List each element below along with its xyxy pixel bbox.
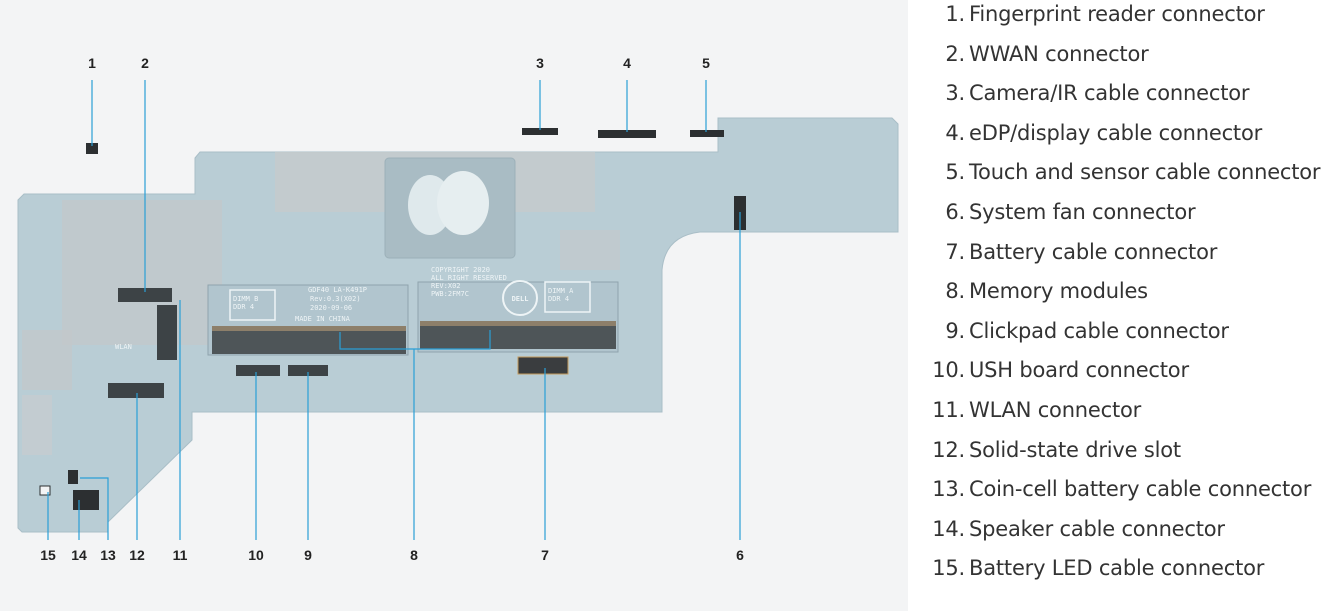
legend-item: 2.WWAN connector: [915, 39, 1149, 69]
legend-label: Camera/IR cable connector: [969, 81, 1250, 106]
legend-item: 10.USH board connector: [915, 355, 1189, 385]
callout-12: 12: [129, 547, 145, 563]
legend-item: 13.Coin-cell battery cable connector: [915, 474, 1311, 504]
legend-label: Fingerprint reader connector: [969, 2, 1265, 26]
callout-4: 4: [623, 55, 631, 71]
legend-label: Memory modules: [969, 279, 1148, 304]
ssd-slot: [108, 383, 164, 398]
callout-9: 9: [304, 547, 312, 563]
legend-label: WWAN connector: [969, 41, 1149, 66]
svg-text:2020-09-06: 2020-09-06: [310, 304, 352, 312]
svg-text:DIMM B: DIMM B: [233, 295, 258, 303]
legend-label: Coin-cell battery cable connector: [969, 477, 1312, 502]
legend-item: 4.eDP/display cable connector: [915, 118, 1262, 148]
svg-text:REV:X02: REV:X02: [431, 282, 461, 290]
legend-number: 15.: [932, 556, 965, 581]
callout-8: 8: [410, 547, 418, 563]
legend-item: 6.System fan connector: [915, 197, 1195, 227]
legend-item: 3.Camera/IR cable connector: [915, 78, 1249, 108]
legend-item: 12.Solid-state drive slot: [915, 435, 1181, 465]
svg-text:PWB:2FM7C: PWB:2FM7C: [431, 290, 469, 298]
svg-text:ALL RIGHT RESERVED: ALL RIGHT RESERVED: [431, 274, 507, 282]
callout-lines: [47, 80, 741, 540]
speaker-connector: [73, 490, 99, 510]
callout-6: 6: [736, 547, 744, 563]
legend-label: USH board connector: [969, 358, 1189, 383]
legend-number: 4.: [945, 120, 965, 145]
svg-text:WLAN: WLAN: [115, 343, 132, 351]
touch-sensor-connector: [690, 130, 724, 137]
legend-number: 12.: [932, 437, 965, 462]
legend-number: 6.: [945, 200, 965, 224]
legend-number: 13.: [932, 477, 965, 502]
legend-item: 8.Memory modules: [915, 276, 1148, 306]
fingerprint-connector: [86, 143, 98, 154]
clickpad-connector: [288, 365, 328, 376]
legend-number: 7.: [945, 239, 965, 264]
callout-7: 7: [541, 547, 549, 563]
svg-text:MADE IN CHINA: MADE IN CHINA: [295, 315, 351, 323]
motherboard-diagram: DELL DIMM B DDR 4 DIMM A DDR 4 COPYRIGHT…: [0, 0, 908, 611]
legend-number: 3.: [945, 81, 965, 106]
legend-item: 14.Speaker cable connector: [915, 514, 1225, 544]
legend-number: 5.: [945, 160, 965, 185]
shield-left: [62, 200, 222, 345]
legend-number: 1.: [945, 2, 965, 26]
svg-text:DDR 4: DDR 4: [548, 295, 569, 303]
ush-connector: [236, 365, 280, 376]
camera-connector: [522, 128, 558, 135]
legend-item: 9.Clickpad cable connector: [915, 316, 1229, 346]
legend-label: Clickpad cable connector: [969, 318, 1229, 343]
svg-text:Rev:0.3(X02): Rev:0.3(X02): [310, 295, 361, 303]
legend-item: 5.Touch and sensor cable connector: [915, 157, 1320, 187]
svg-text:DDR 4: DDR 4: [233, 303, 254, 311]
legend-label: WLAN connector: [969, 398, 1142, 422]
legend-number: 9.: [945, 318, 965, 343]
legend-label: eDP/display cable connector: [969, 120, 1263, 145]
legend-label: Speaker cable connector: [969, 516, 1225, 541]
svg-text:DIMM A: DIMM A: [548, 287, 574, 295]
legend-number: 11.: [932, 398, 965, 422]
legend-number: 8.: [945, 279, 965, 304]
svg-text:GDF40 LA-K491P: GDF40 LA-K491P: [308, 286, 367, 294]
legend-item: 15.Battery LED cable connector: [915, 553, 1264, 583]
svg-text:COPYRIGHT 2020: COPYRIGHT 2020: [431, 266, 490, 274]
callout-2: 2: [141, 55, 149, 71]
legend-label: Battery LED cable connector: [969, 556, 1265, 581]
legend-number: 2.: [945, 41, 965, 66]
battery-led-connector: [39, 485, 51, 496]
motherboard-illustration: DELL DIMM B DDR 4 DIMM A DDR 4 COPYRIGHT…: [17, 55, 899, 563]
legend-number: 14.: [932, 516, 965, 541]
wlan-connector: [157, 305, 177, 360]
svg-text:DELL: DELL: [512, 295, 529, 303]
legend-item: 11.WLAN connector: [915, 395, 1141, 425]
callout-11: 11: [173, 547, 188, 563]
callout-15: 15: [40, 547, 56, 563]
callout-13: 13: [100, 547, 116, 563]
legend-label: Solid-state drive slot: [969, 437, 1181, 462]
battery-connector: [517, 356, 569, 375]
legend-item: 7.Battery cable connector: [915, 237, 1217, 267]
callout-14: 14: [71, 547, 87, 563]
edp-connector: [598, 130, 656, 138]
callout-1: 1: [88, 55, 96, 71]
coin-cell-connector: [68, 470, 78, 484]
legend-label: Touch and sensor cable connector: [969, 160, 1321, 185]
callout-3: 3: [536, 55, 544, 71]
callout-5: 5: [702, 55, 710, 71]
legend-label: Battery cable connector: [969, 239, 1218, 264]
wwan-connector: [118, 288, 172, 302]
legend-number: 10.: [932, 358, 965, 383]
dell-logo: [502, 280, 538, 316]
legend-item: 1.Fingerprint reader connector: [915, 0, 1265, 29]
legend-label: System fan connector: [969, 200, 1196, 224]
callout-10: 10: [248, 547, 264, 563]
